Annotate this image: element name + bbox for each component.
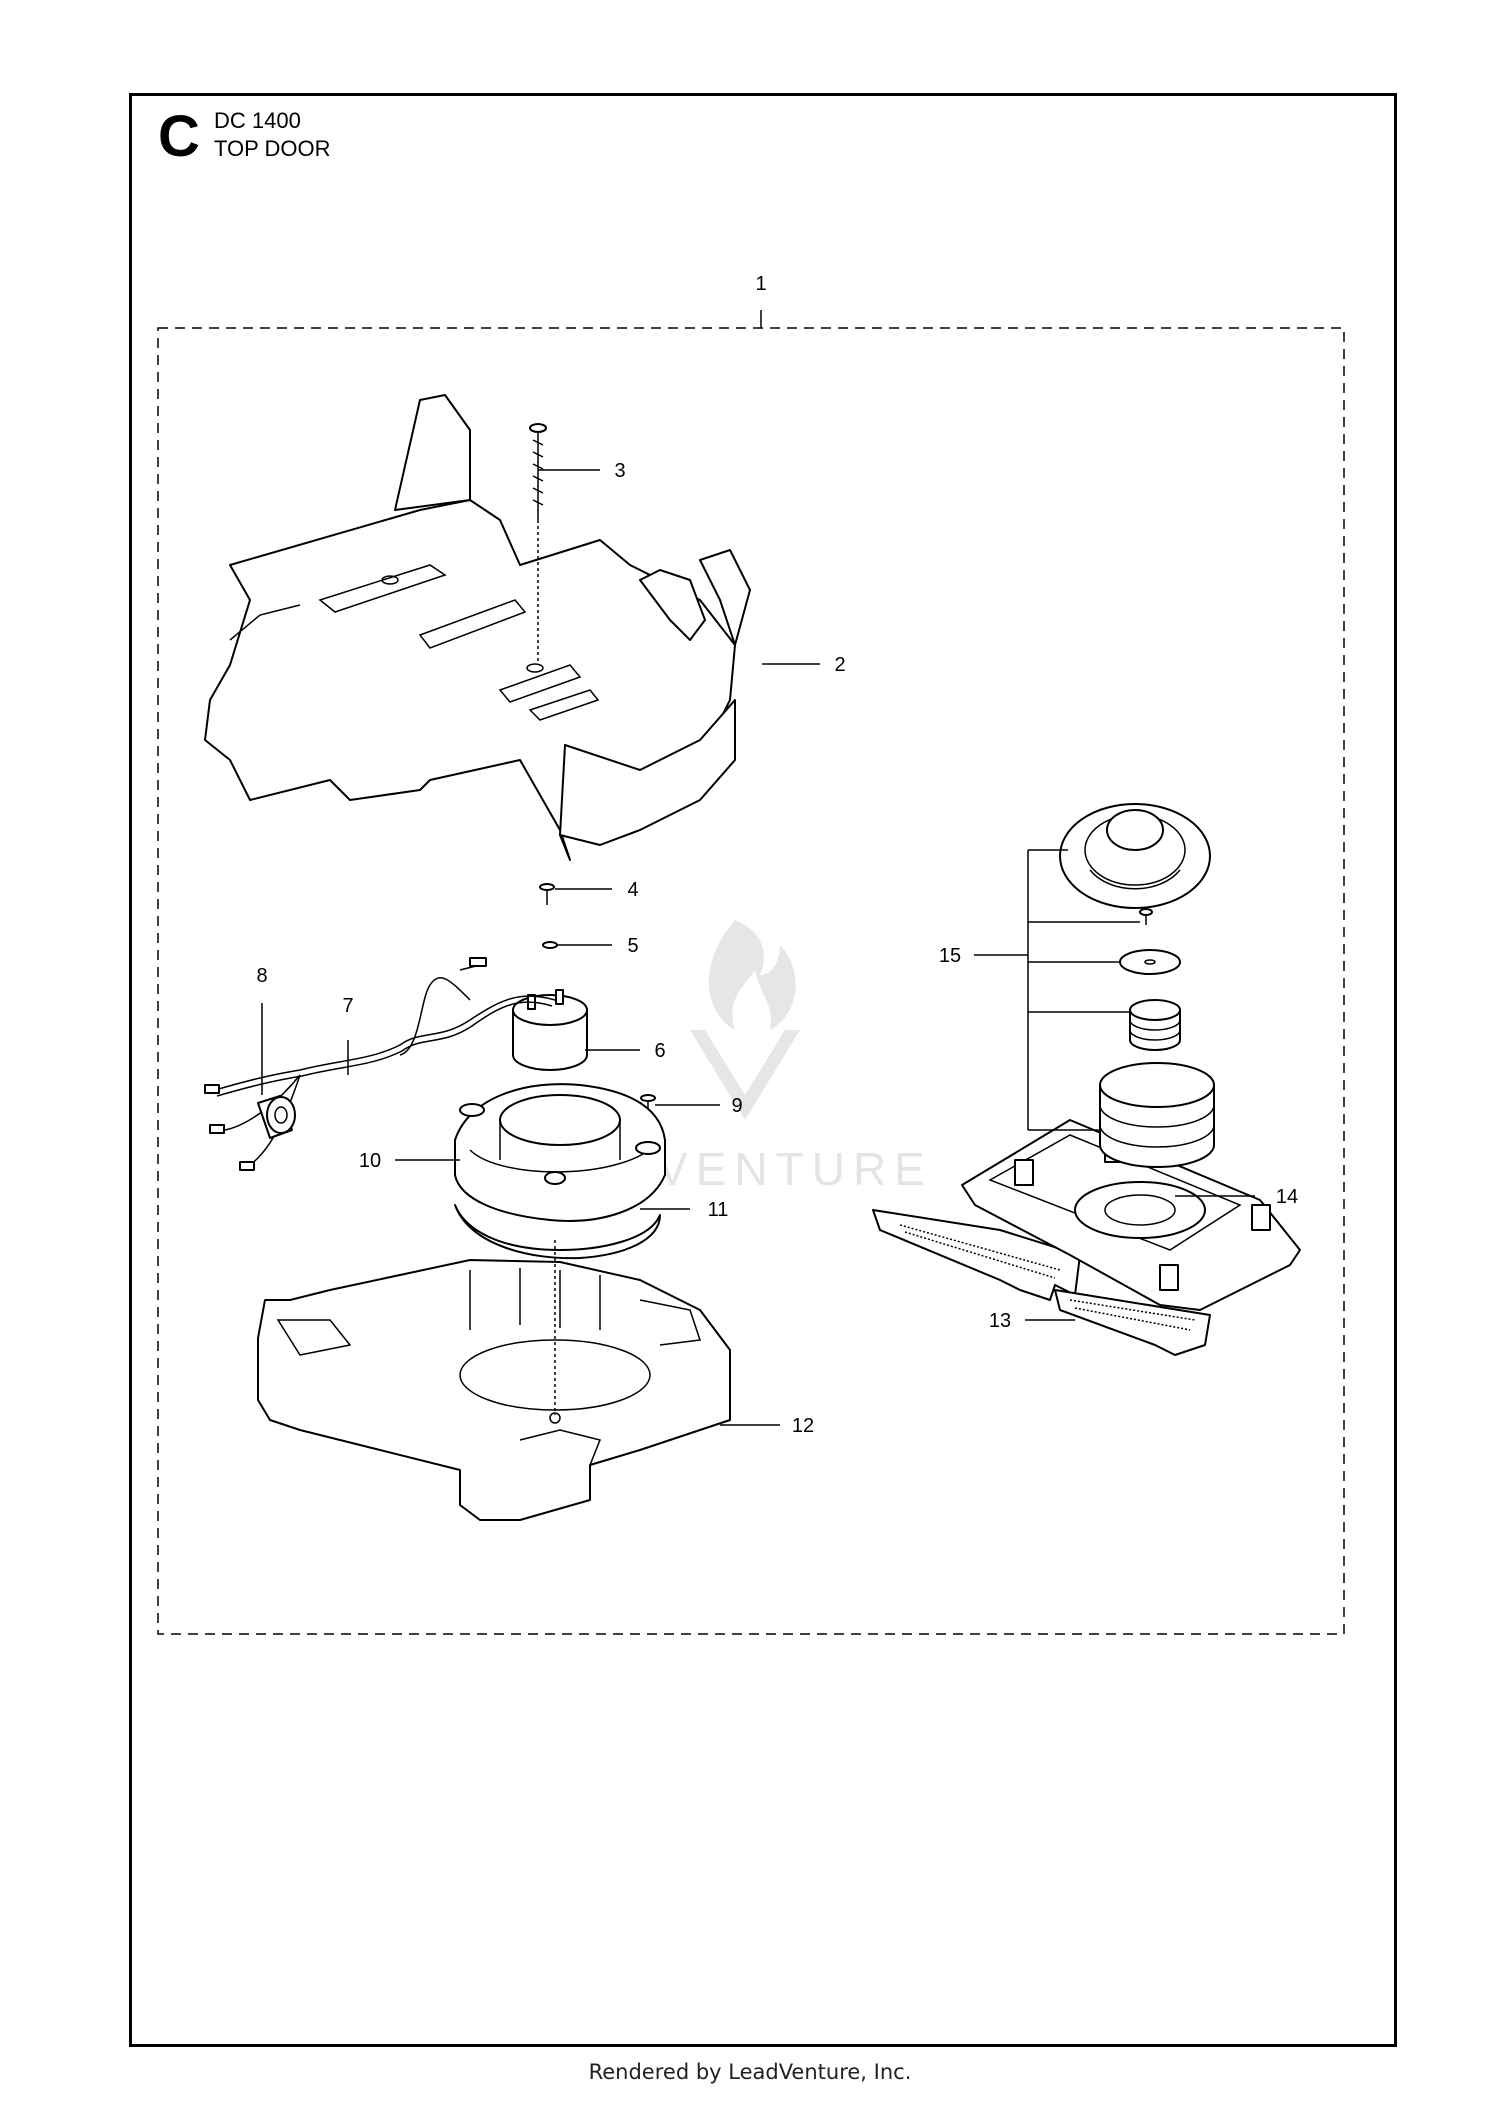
gasket-part bbox=[454, 1204, 661, 1260]
small-screw-part bbox=[539, 883, 555, 905]
callout-6: 6 bbox=[654, 1040, 665, 1062]
cover-assembly-part bbox=[1059, 803, 1215, 1168]
callout-7: 7 bbox=[342, 995, 353, 1017]
grommet-part bbox=[257, 1095, 296, 1139]
callout-13: 13 bbox=[989, 1310, 1011, 1332]
footer-credit: Rendered by LeadVenture, Inc. bbox=[588, 2060, 912, 2084]
callout-9: 9 bbox=[731, 1095, 742, 1117]
leader-15 bbox=[974, 849, 1140, 1131]
callout-labels: 1 2 3 4 5 6 7 8 9 10 11 12 13 14 15 bbox=[256, 273, 1298, 1437]
section-letter: C bbox=[158, 104, 200, 169]
base-part bbox=[257, 1240, 731, 1521]
grille-plate-part bbox=[872, 1209, 1211, 1356]
washer-part bbox=[542, 941, 558, 949]
callout-2: 2 bbox=[834, 654, 845, 676]
model-name: DC 1400 bbox=[214, 108, 301, 133]
top-door-part bbox=[204, 394, 751, 861]
leader-lines bbox=[261, 469, 1255, 1426]
flame-logo bbox=[708, 920, 796, 1030]
callout-4: 4 bbox=[627, 879, 638, 901]
diagram-title: TOP DOOR bbox=[214, 136, 331, 161]
callout-14: 14 bbox=[1276, 1186, 1298, 1208]
ring-housing-part bbox=[454, 1083, 666, 1222]
callout-3: 3 bbox=[614, 460, 625, 482]
callout-1: 1 bbox=[755, 273, 766, 295]
callout-11: 11 bbox=[708, 1199, 729, 1221]
callout-8: 8 bbox=[256, 965, 267, 987]
callout-12: 12 bbox=[792, 1415, 814, 1437]
diagram-frame bbox=[129, 93, 1397, 2047]
kit-boundary bbox=[157, 327, 1345, 1635]
v-logo bbox=[690, 1030, 800, 1120]
callout-10: 10 bbox=[359, 1150, 381, 1172]
callout-5: 5 bbox=[627, 935, 638, 957]
callout-15: 15 bbox=[939, 945, 961, 967]
long-screw-part bbox=[529, 423, 547, 665]
